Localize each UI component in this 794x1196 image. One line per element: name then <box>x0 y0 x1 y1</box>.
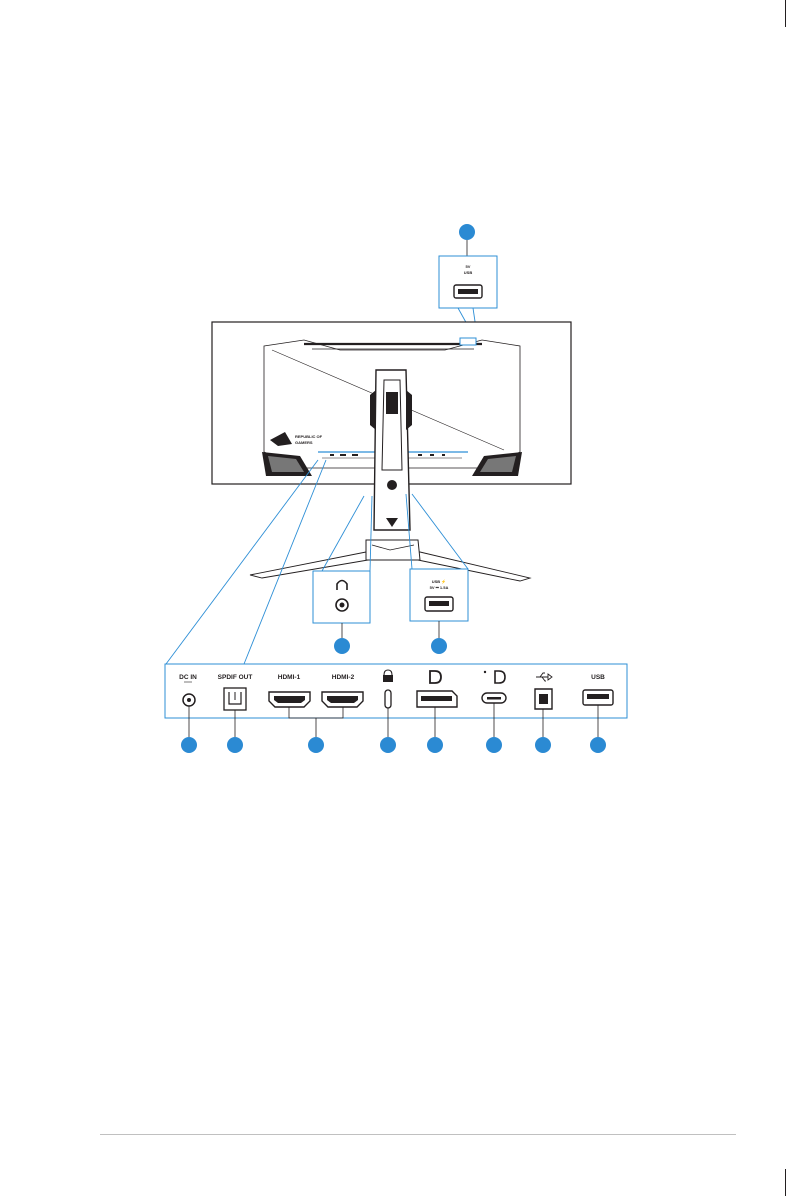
top-usb-callout: 5V USB <box>439 224 497 335</box>
top-usb-label: USB <box>464 270 473 275</box>
callout-bubble-headphone <box>334 638 350 654</box>
logo-line1: REPUBLIC OF <box>295 434 323 439</box>
label-hdmi1: HDMI-1 <box>278 674 301 681</box>
top-usb-sublabel: 5V <box>466 264 471 269</box>
headphone-callout <box>313 571 370 654</box>
callout-bubble-usb-charge <box>431 638 447 654</box>
usb-charge-callout: USB ⚡ 5V ⎓ 1.5A <box>410 569 468 654</box>
callout-bubble-dc-in <box>181 737 197 753</box>
callout-bubble-hdmi <box>308 737 324 753</box>
callout-bubble-top <box>459 224 475 240</box>
footer-rule <box>100 1134 736 1135</box>
io-panel: DC IN SPDIF OUT HDMI-1 HDMI-2 <box>165 664 627 737</box>
label-usb-down: USB <box>591 674 605 681</box>
callout-bubble-dp <box>427 737 443 753</box>
logo-line2: GAMERS <box>295 440 313 445</box>
label-dc-in: DC IN <box>179 674 197 681</box>
callout-bubble-usbc-dp <box>486 737 502 753</box>
callout-bubble-usb-up <box>535 737 551 753</box>
callout-bubble-spdif <box>227 737 243 753</box>
usb-charge-label: USB ⚡ <box>432 579 447 584</box>
io-callout-bubbles <box>181 737 606 753</box>
label-hdmi2: HDMI-2 <box>332 674 355 681</box>
label-spdif: SPDIF OUT <box>218 674 253 681</box>
usb-charge-sublabel: 5V ⎓ 1.5A <box>430 585 449 590</box>
callout-bubble-lock <box>380 737 396 753</box>
callout-bubble-usb-down <box>590 737 606 753</box>
